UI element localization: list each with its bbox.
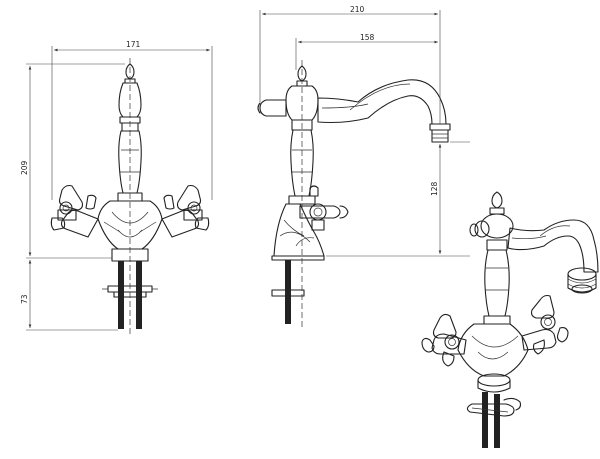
dim-side-spout-reach: 158 bbox=[360, 33, 375, 42]
front-dimensions: 171 209 73 bbox=[20, 40, 213, 331]
side-dimensions: 210 158 128 bbox=[259, 5, 470, 257]
side-view bbox=[257, 60, 451, 330]
dim-side-total-reach: 210 bbox=[350, 5, 365, 14]
dim-front-width: 171 bbox=[126, 40, 141, 49]
isometric-view bbox=[421, 191, 599, 448]
dim-side-spout-height: 128 bbox=[430, 181, 439, 196]
dim-front-shank: 73 bbox=[20, 294, 29, 304]
front-view bbox=[50, 58, 210, 336]
dim-front-height: 209 bbox=[20, 160, 29, 175]
